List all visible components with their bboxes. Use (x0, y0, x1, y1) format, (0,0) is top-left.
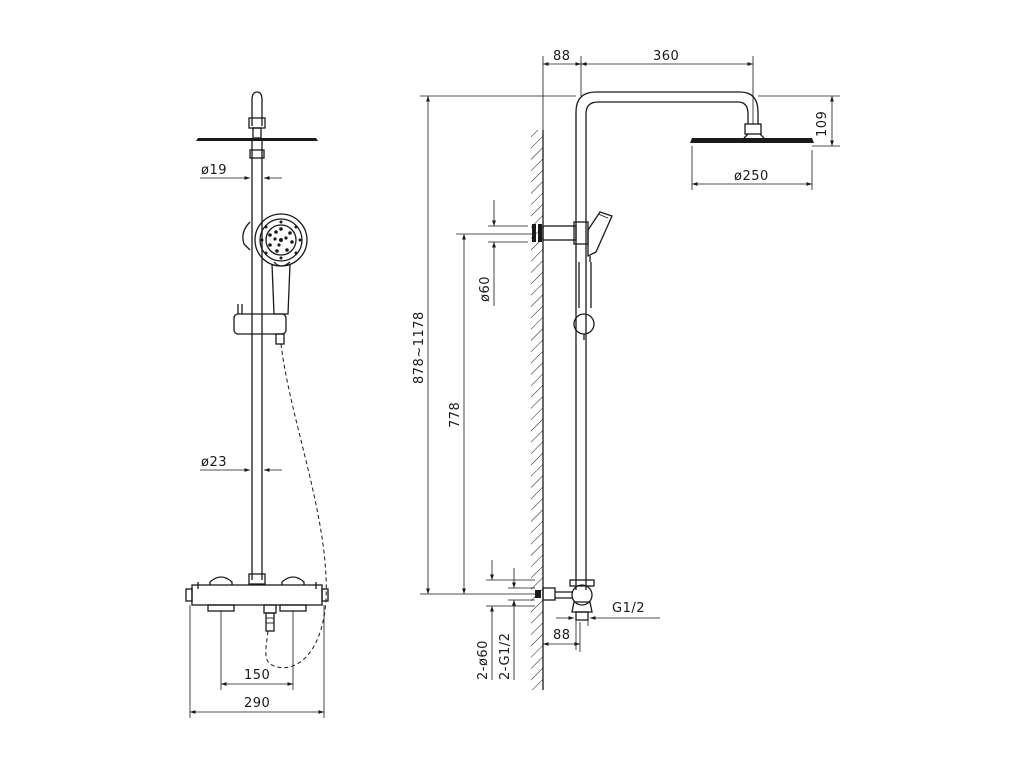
hose-connector (275, 333, 285, 345)
dim-label-arm-length: 360 (653, 49, 679, 64)
lower-pipe-nut (248, 573, 266, 585)
dim-label-inlet-spacing: 150 (244, 668, 270, 683)
dim-label-head-diameter: ø250 (734, 169, 769, 184)
inlet-elbow-left (209, 576, 233, 585)
rain-head-edge (196, 138, 318, 141)
shower-arm-outer (575, 91, 759, 590)
diverter-ring (249, 149, 265, 159)
dim-label-pipe-top: ø19 (201, 163, 227, 178)
dim-label-rail-height: 778 (448, 402, 463, 428)
rain-head-side (690, 138, 814, 143)
hand-shower-handle (271, 263, 291, 315)
dim-label-total-height: 878~1178 (412, 311, 427, 384)
dim-label-pipe-main: ø23 (201, 455, 227, 470)
hand-handle-side (578, 262, 592, 308)
dim-label-head-drop: 109 (815, 111, 830, 137)
hand-shower-side (587, 211, 613, 258)
holder-arm (242, 221, 251, 251)
shower-hose (265, 343, 327, 669)
dim-label-inlet-spec-b: 2-G1/2 (498, 633, 513, 680)
dim-label-inlet-spec-a: 2-ø60 (476, 640, 491, 680)
bottom-outlet (263, 604, 277, 614)
inlet-elbow-right (281, 576, 305, 585)
front-view: ø19 ø23 150 290 (185, 91, 329, 718)
arm-head-connector (744, 123, 762, 135)
dim-label-inlet-thread: G1/2 (612, 601, 645, 616)
side-view: 88 360 109 ø250 ø60 878~1178 778 (412, 49, 840, 690)
mixer-side-body (571, 584, 593, 606)
head-neck (252, 127, 262, 139)
wall-hatch (531, 130, 543, 690)
lower-bracket (542, 587, 556, 601)
upper-bracket (542, 225, 577, 241)
dim-label-arm-offset: 88 (553, 49, 571, 64)
top-pipe-bend (251, 91, 263, 126)
mixer-body (191, 584, 323, 606)
slider-knob (573, 313, 595, 335)
slider-block (233, 313, 287, 335)
dim-label-bracket-diameter: ø60 (478, 276, 493, 302)
shower-arm-inner (585, 101, 749, 590)
hand-shower-nozzles (260, 220, 302, 260)
dim-label-total-width: 290 (244, 696, 270, 711)
dim-label-wall-offset: 88 (553, 628, 571, 643)
